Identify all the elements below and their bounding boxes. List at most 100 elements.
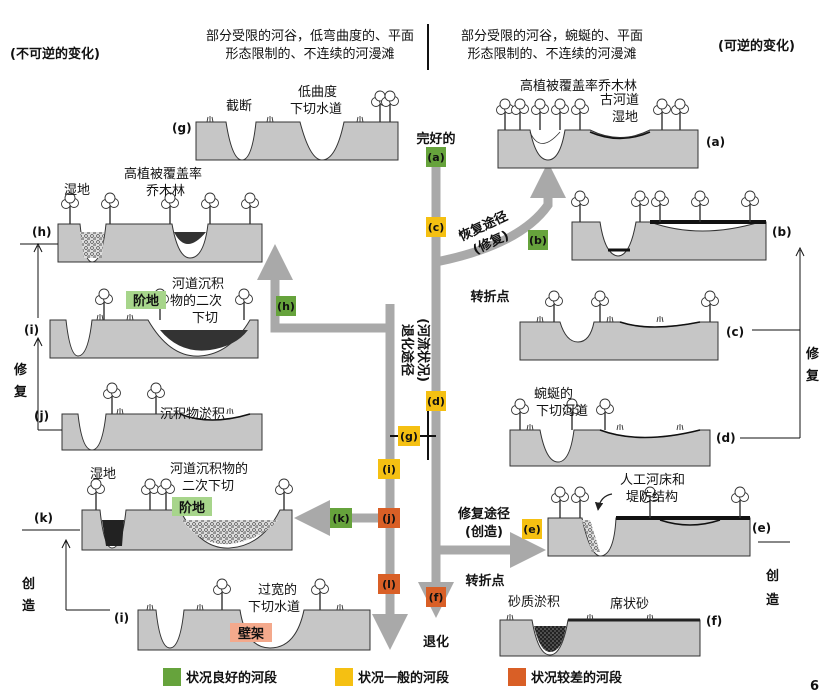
panel-l-shelf-bg (230, 623, 272, 642)
legend-good-label: 状况良好的河段 (186, 670, 277, 686)
header-left-line2: 形态限制的、不连续的河漫滩 (225, 46, 394, 62)
header: 部分受限的河谷，低弯曲度的、平面 形态限制的、不连续的河漫滩 部分受限的河谷，蜿… (10, 24, 795, 70)
badges: (a) (c) (b) (h) (d) (g) (i) (k) (j) (e) … (276, 147, 548, 607)
badge-a: (a) (426, 147, 446, 167)
panel-h-label1: 湿地 (64, 183, 90, 198)
panel-f-label2: 席状砂 (610, 596, 649, 612)
svg-text:(c): (c) (428, 221, 445, 234)
left-create-1: 创 (21, 576, 35, 592)
panel-k-label2: 河道沉积物的 (170, 461, 248, 477)
vertical-label: 退化途径 (河流状况) (399, 318, 431, 382)
panel-a-label3: 湿地 (612, 110, 638, 125)
panel-l-id: (i) (114, 611, 129, 625)
reversible-tag: (可逆的变化) (718, 38, 795, 54)
svg-text:(i): (i) (382, 463, 396, 476)
badge-e: (e) (522, 519, 542, 539)
panel-l-tag: 壁架 (238, 626, 264, 642)
right-create-1: 创 (765, 568, 779, 584)
legend-good-swatch (163, 668, 181, 686)
panel-j-id: (j) (34, 409, 49, 423)
panel-i: 阶地 河道沉积 物的二次 下切 (i) (24, 277, 259, 359)
legend-poor-label: 状况较差的河段 (531, 670, 622, 686)
panel-b-id: (b) (772, 225, 792, 239)
panel-k-id: (k) (34, 511, 53, 525)
panel-g-label3: 下切水道 (290, 102, 342, 117)
header-left-line1: 部分受限的河谷，低弯曲度的、平面 (206, 28, 414, 44)
left-restore-2: 复 (13, 384, 28, 400)
right-restore-1: 修 (805, 346, 819, 362)
header-right-line1: 部分受限的河谷，蜿蜒的、平面 (461, 28, 643, 44)
axis-bottom-label: 退化 (423, 634, 449, 650)
svg-text:(h): (h) (277, 300, 295, 313)
panel-h-label3: 乔木林 (146, 184, 185, 199)
panel-k-label1: 湿地 (90, 467, 116, 482)
header-right-line2: 形态限制的、不连续的河漫滩 (467, 46, 636, 62)
panel-k-tag: 阶地 (179, 500, 205, 516)
panel-a: 高植被覆盖率乔木林 古河道 湿地 (a) (495, 78, 725, 169)
svg-text:(b): (b) (529, 234, 547, 247)
legend-fair-swatch (335, 668, 353, 686)
panel-h: 湿地 高植被覆盖率 乔木林 (h) (20, 166, 263, 263)
panel-f-id: (f) (706, 614, 722, 628)
panel-e: 人工河床和 堤防结构 (e) (547, 473, 790, 557)
svg-text:(l): (l) (382, 578, 396, 591)
panel-i-tag: 阶地 (133, 293, 159, 309)
badge-k: (k) (330, 508, 352, 528)
right-brackets: 修 复 创 造 (765, 246, 819, 608)
badge-i: (i) (378, 459, 400, 479)
panel-d-id: (d) (716, 431, 736, 445)
panel-a-id: (a) (706, 135, 725, 149)
panel-h-id: (h) (32, 225, 52, 239)
page-number: 6 (810, 679, 819, 694)
svg-text:(d): (d) (427, 395, 445, 408)
panel-c: (c) (519, 290, 780, 361)
panel-j-label1: 沉积物淤积 (160, 407, 225, 422)
panel-g: 截断 低曲度 下切水道 (g) (172, 84, 400, 161)
svg-text:(j): (j) (382, 512, 396, 525)
panel-d-label1: 蜿蜒的 (534, 386, 573, 402)
panel-d: 蜿蜒的 下切河道 (d) (509, 386, 800, 467)
recovery-arrow (435, 162, 566, 267)
vertical-label-main: 退化途径 (399, 324, 415, 376)
panel-l-label1: 过宽的 (258, 582, 297, 598)
panel-d-label2: 下切河道 (536, 404, 588, 419)
legend-poor-swatch (508, 668, 526, 686)
turning-point-1: 转折点 (470, 289, 509, 305)
legend-fair-label: 状况一般的河段 (358, 670, 449, 686)
panel-g-id: (g) (172, 121, 192, 135)
panel-i-terrace-bg (126, 291, 166, 309)
panel-i-label2: 物的二次 (170, 293, 222, 309)
badge-h: (h) (276, 296, 296, 316)
panel-e-id: (e) (752, 521, 771, 535)
panel-k: 阶地 湿地 河道沉积物的 二次下切 (k) (22, 461, 294, 551)
badge-d: (d) (426, 391, 446, 411)
badge-l: (l) (378, 574, 400, 594)
panel-g-label2: 低曲度 (298, 84, 337, 100)
panel-f: 砂质淤积 席状砂 (f) (499, 595, 722, 657)
restore-path-sub: (创造) (465, 524, 503, 540)
panel-b: (b) (570, 190, 792, 261)
panel-a-label2: 古河道 (600, 93, 639, 108)
panel-g-label1: 截断 (226, 99, 252, 114)
svg-text:(f): (f) (429, 591, 444, 604)
irreversible-tag: (不可逆的变化) (10, 46, 100, 62)
badge-c: (c) (426, 217, 446, 237)
panel-i-label1: 河道沉积 (172, 277, 224, 292)
svg-text:(g): (g) (400, 430, 418, 443)
panel-f-label1: 砂质淤积 (508, 595, 560, 610)
panel-i-id: (i) (24, 323, 39, 337)
legend: 状况良好的河段 状况一般的河段 状况较差的河段 6 (163, 668, 819, 694)
svg-text:(k): (k) (332, 512, 349, 525)
left-degradation-arrow (257, 244, 395, 333)
panel-a-label1: 高植被覆盖率乔木林 (520, 78, 637, 94)
badge-f: (f) (426, 587, 446, 607)
panel-e-label2: 堤防结构 (626, 489, 678, 505)
vertical-label-sub: (河流状况) (415, 318, 431, 382)
turning-point-2: 转折点 (465, 573, 504, 589)
left-create-2: 造 (22, 598, 36, 614)
restore-path-label: 修复途径 (457, 506, 510, 522)
badge-g: (g) (398, 426, 420, 446)
panel-l-label2: 下切水道 (248, 600, 300, 615)
svg-text:(e): (e) (523, 523, 541, 536)
